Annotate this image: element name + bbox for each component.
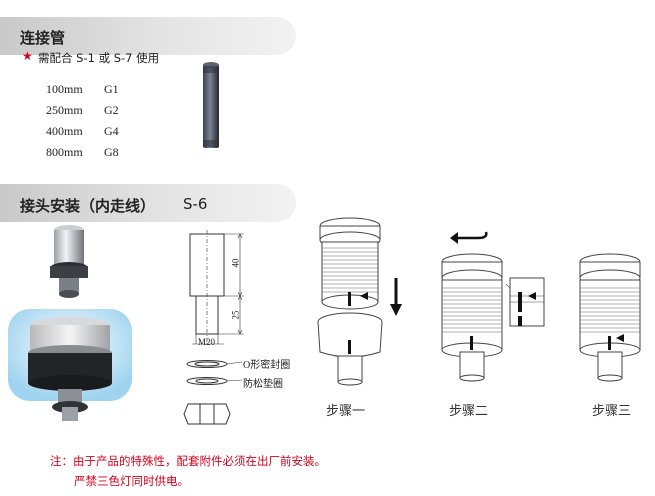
note-line-2: 严禁三色灯同时供电。 (74, 474, 189, 488)
beacon-photo (8, 309, 132, 421)
washer-label: 防松垫圈 (243, 379, 283, 390)
requirement-text: 需配合 S-1 或 S-7 使用 (38, 51, 160, 65)
section-header-joint (0, 184, 296, 222)
section-title-connector: 连接管 (20, 29, 66, 47)
connector-tube-image (203, 62, 219, 148)
joint-photo (50, 225, 88, 298)
oring-label: O形密封圈 (243, 360, 291, 371)
step-three-label: 步骤三 (592, 403, 632, 418)
thread-label: M20 (198, 337, 216, 347)
step-one-label: 步骤一 (326, 403, 366, 418)
star-icon: ★ (22, 49, 33, 63)
note-line-1: 注：由于产品的特殊性，配套附件必须在出厂前安装。 (50, 454, 326, 468)
model-code: S-6 (183, 195, 208, 213)
dim-top-label: 40 (230, 258, 241, 268)
step-two-label: 步骤二 (449, 403, 489, 418)
section-title-joint: 接头安装（内走线） (20, 197, 156, 215)
joint-technical-drawing (183, 230, 244, 425)
step-one-drawing (317, 217, 402, 386)
step-two-drawing (441, 231, 545, 382)
section-header-connector (0, 17, 296, 55)
step-three-drawing (579, 253, 641, 382)
dim-bottom-label: 25 (230, 310, 241, 320)
